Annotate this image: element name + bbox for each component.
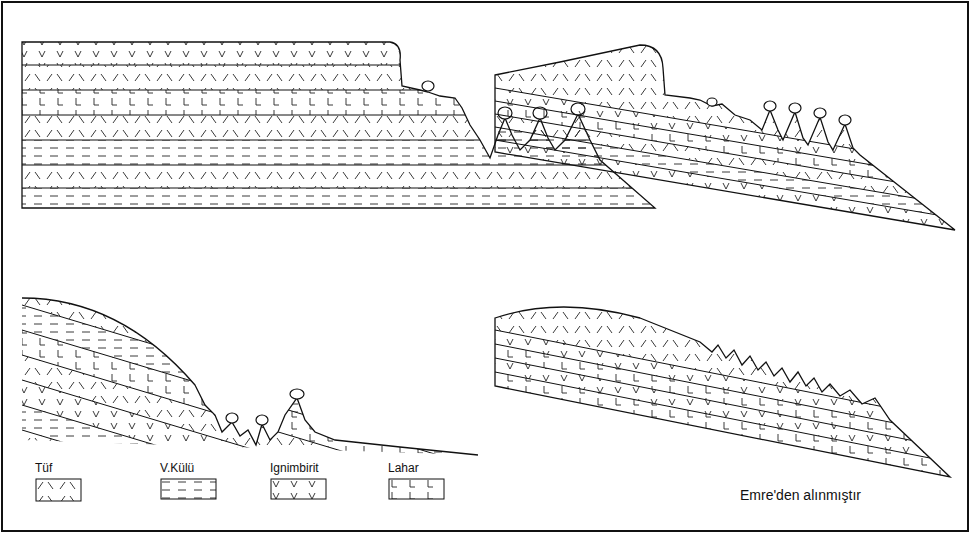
terrain-outline	[495, 307, 950, 477]
strata-panel-4	[495, 280, 955, 480]
cap-rock	[789, 103, 801, 113]
ash-layer	[22, 405, 478, 533]
ignimbrite-layer	[22, 380, 478, 533]
cap-rock	[290, 389, 304, 399]
legend-label: Tüf	[35, 461, 82, 475]
cap-rock	[839, 115, 851, 125]
tuff-layer	[20, 165, 660, 188]
cap-rock	[226, 413, 238, 423]
layer-lines	[495, 88, 955, 218]
terrain-outline	[22, 298, 478, 455]
legend-label: V.Külü	[160, 461, 217, 475]
ash-layer	[20, 188, 660, 210]
legend-entry: Lahar	[388, 461, 445, 500]
chimney-caps	[707, 98, 851, 125]
legend-swatch-box	[271, 479, 326, 499]
legend-entry: V.Külü	[160, 461, 217, 500]
strata-panel-3	[22, 280, 478, 533]
legend-swatch-box	[36, 479, 81, 501]
strata-panel-2	[495, 20, 955, 232]
ignimbrite-layer	[495, 358, 955, 463]
cap-rock	[814, 108, 826, 118]
legend-swatch-box	[389, 479, 444, 499]
legend-swatch	[35, 478, 82, 502]
legend-swatch	[160, 478, 217, 500]
legend-label: Lahar	[388, 461, 445, 475]
ash-layer	[495, 127, 955, 218]
cap-rock	[256, 415, 268, 425]
layer-lines	[22, 305, 478, 533]
legend-swatch	[388, 478, 445, 500]
source-note: Emre'den alınmıştır	[740, 487, 861, 503]
legend-swatch-box	[161, 479, 216, 499]
legend-entry: Tüf	[35, 461, 82, 502]
legend-label: Ignimbirit	[270, 461, 327, 475]
chimney-caps	[226, 389, 304, 425]
tuff-layer	[22, 430, 478, 533]
cap-rock	[764, 101, 776, 111]
cap-rock	[422, 81, 434, 91]
legend-entry: Ignimbirit	[270, 461, 327, 500]
terrain-outline	[495, 45, 955, 230]
layer-lines	[495, 330, 955, 463]
cap-rock	[707, 98, 717, 106]
legend-swatch	[270, 478, 327, 500]
